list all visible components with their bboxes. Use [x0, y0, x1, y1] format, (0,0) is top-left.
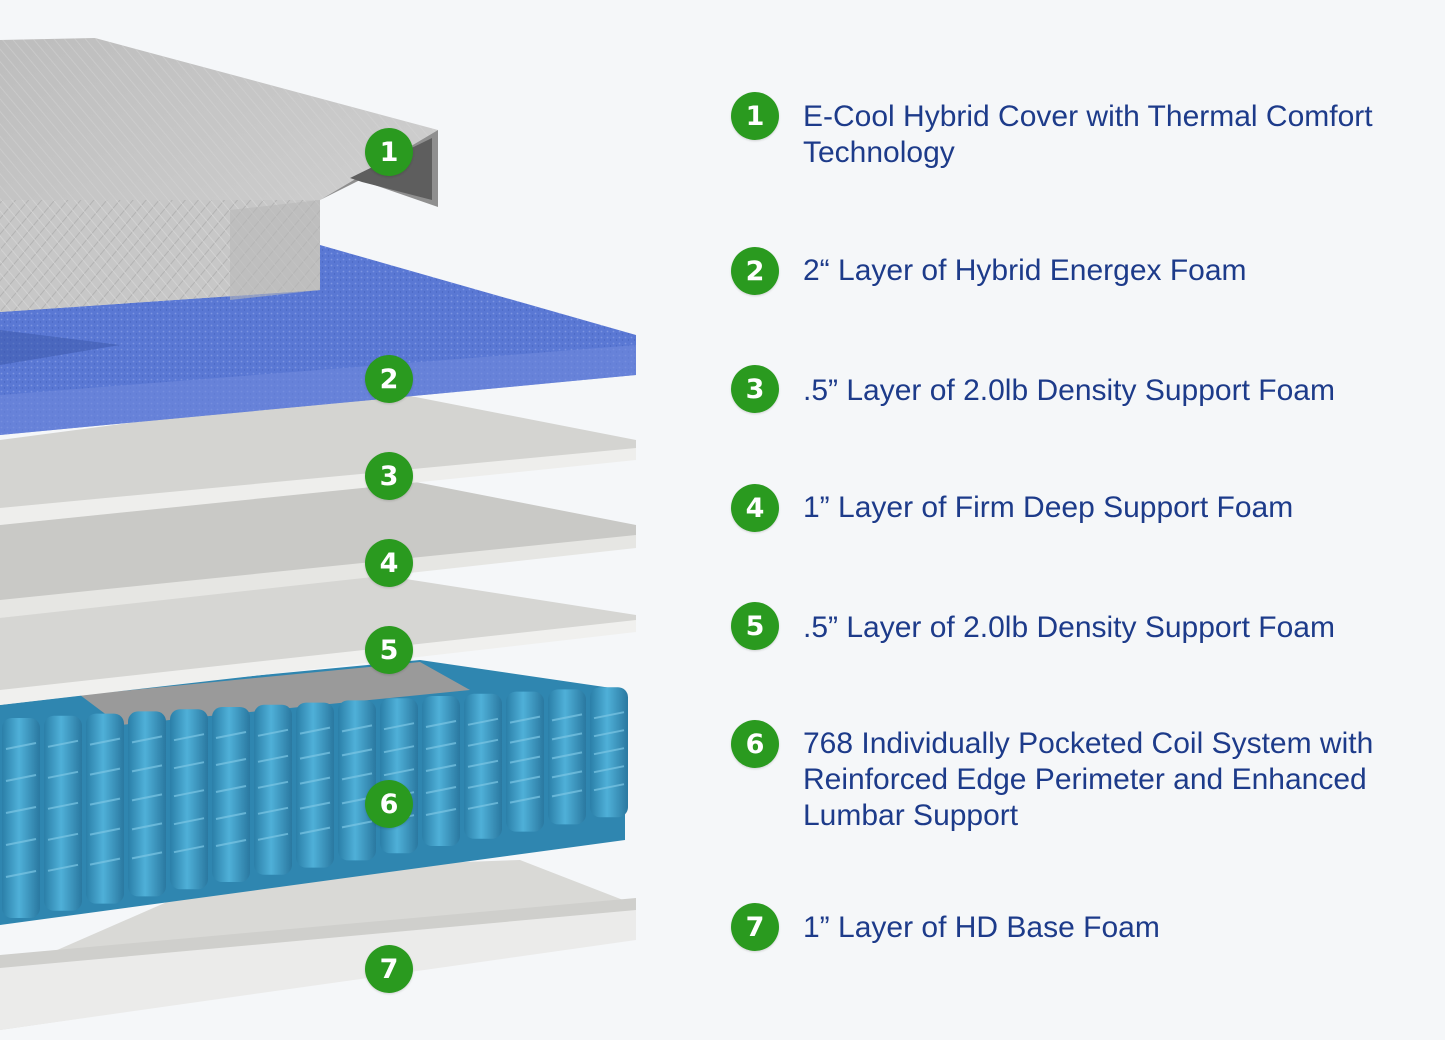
legend-2-label: 2“ Layer of Hybrid Energex Foam — [803, 254, 1247, 287]
coil-pocket — [44, 715, 82, 911]
layer-3-support-foam — [0, 390, 636, 525]
legend-3-badge: 3 — [731, 365, 779, 413]
legend-5-label: .5” Layer of 2.0lb Density Support Foam — [803, 611, 1335, 644]
layer-6-marker: 6 — [365, 780, 413, 828]
layer-4-marker: 4 — [365, 539, 413, 587]
coil-pocket — [128, 711, 166, 897]
layer-3-marker: 3 — [365, 452, 413, 500]
coil-pocket — [86, 713, 124, 904]
legend-5-badge: 5 — [731, 602, 779, 650]
legend-4-label: 1” Layer of Firm Deep Support Foam — [803, 491, 1294, 524]
layer-6-pocketed-coils — [0, 660, 628, 925]
coil-pocket — [338, 700, 376, 861]
coil-pocket — [464, 693, 502, 839]
legend-1-badge: 1 — [731, 92, 779, 140]
coil-pocket — [170, 709, 208, 890]
coil-row — [2, 687, 628, 918]
coil-pocket — [590, 687, 628, 818]
coil-pocket — [2, 718, 40, 918]
layer-2-marker: 2 — [365, 355, 413, 403]
coil-pocket — [296, 702, 334, 868]
coil-pocket — [548, 689, 586, 825]
layer-1-cover — [0, 38, 438, 312]
legend-3-label: .5” Layer of 2.0lb Density Support Foam — [803, 374, 1335, 407]
legend-6-badge: 6 — [731, 720, 779, 768]
layer-5-marker: 5 — [365, 626, 413, 674]
legend-7-label: 1” Layer of HD Base Foam — [803, 911, 1160, 944]
legend-4-badge: 4 — [731, 484, 779, 532]
layer-4-deep-support-foam — [0, 475, 636, 618]
coil-pocket — [254, 704, 292, 875]
layer-5-support-foam — [0, 575, 636, 705]
legend-6-label: 768 Individually Pocketed Coil System wi… — [803, 727, 1374, 832]
legend-2-badge: 2 — [731, 247, 779, 295]
coil-pocket — [212, 707, 250, 882]
legend-7-badge: 7 — [731, 903, 779, 951]
layer-7-marker: 7 — [365, 945, 413, 993]
coil-pocket — [506, 691, 544, 832]
coil-pocket — [422, 696, 460, 846]
coil-pocket — [380, 698, 418, 854]
layer-1-marker: 1 — [365, 128, 413, 176]
layer-7-base-foam — [0, 860, 636, 1030]
legend-1-label: E-Cool Hybrid Cover with Thermal Comfort… — [803, 100, 1373, 169]
